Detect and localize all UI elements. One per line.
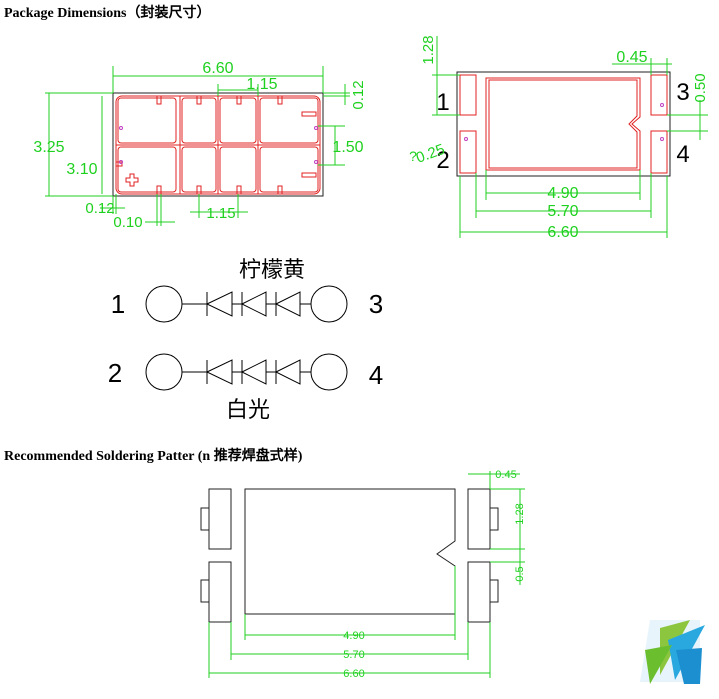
pin-label: 4	[676, 141, 689, 168]
marker-dot	[464, 137, 468, 141]
pin-label: 2	[436, 147, 449, 174]
center-solder-pad	[244, 488, 456, 615]
polarity-cross-icon	[125, 173, 139, 187]
diode-icon	[274, 359, 301, 385]
dim-label: 0.12	[85, 200, 114, 217]
terminal-circle	[145, 353, 183, 391]
dim-label: 0.12	[350, 80, 367, 109]
soldering-pattern-drawing: 0.45 1.28 0.5 4.90 5.70 6.60	[200, 469, 526, 680]
dim-label: 4.90	[343, 630, 364, 642]
terminal-circle	[310, 285, 348, 323]
marker-dot	[314, 160, 318, 164]
marker-dot	[119, 160, 123, 164]
dim-label: 0.5	[514, 566, 526, 581]
pad-outline	[650, 130, 668, 174]
notch	[236, 95, 242, 105]
diode-icon	[205, 359, 233, 385]
diode-icon	[240, 291, 267, 317]
schematic-diagram: 柠檬黄 白光 1 3 2 4	[108, 257, 383, 422]
dim-label: 5.70	[343, 649, 364, 661]
notch	[301, 172, 317, 178]
marker-dot	[660, 137, 664, 141]
dim-label: 6.60	[547, 224, 578, 241]
notch	[236, 185, 242, 195]
cell-outline	[117, 97, 177, 144]
dim-label: 1.50	[332, 139, 363, 156]
solder-pad	[467, 561, 491, 623]
dim-label: 5.70	[547, 203, 578, 220]
dim-label: 0.45	[616, 49, 647, 66]
terminal-circle	[310, 353, 348, 391]
cell-outline	[219, 97, 257, 144]
dim-label: 4.90	[547, 185, 578, 202]
notch	[156, 185, 162, 195]
solder-pad	[467, 488, 491, 550]
pin-label: 2	[108, 358, 122, 388]
marker-dot	[119, 126, 123, 130]
lower-string-label: 白光	[226, 397, 270, 422]
solder-pad-tab	[489, 507, 499, 531]
dim-label: 0.50	[692, 73, 709, 102]
diode-icon	[274, 291, 301, 317]
question-mark-label: ?	[409, 148, 417, 164]
terminal-circle	[145, 285, 183, 323]
notch	[156, 95, 162, 105]
upper-string-label: 柠檬黄	[239, 257, 305, 282]
pad-outline	[459, 130, 477, 174]
dim-label: 6.60	[202, 60, 233, 77]
notch	[277, 185, 283, 195]
dim-label: 1.28	[420, 35, 437, 64]
solder-pad-tab	[200, 579, 210, 603]
dim-label: 6.60	[343, 668, 364, 680]
package-outline	[456, 71, 671, 177]
pin-label: 1	[436, 89, 449, 116]
diode-icon	[240, 359, 267, 385]
diode-icon	[205, 291, 233, 317]
cell-outline	[219, 146, 257, 193]
dim-label: 1.28	[514, 503, 526, 524]
notch	[301, 111, 317, 117]
marker-dot	[314, 126, 318, 130]
pad-outline	[459, 74, 477, 116]
notch	[115, 161, 123, 167]
cell-outline	[181, 97, 217, 144]
solder-pad-tab	[200, 507, 210, 531]
soldering-pattern-heading: Recommended Soldering Patter (n 推荐焊盘式样)	[4, 449, 303, 464]
pad-view-drawing: 1 2 3 4 1.28 0.45 0.50 ? 0.25 4.90 5.70 …	[409, 35, 709, 241]
top-view-drawing: 6.60 1.15 0.12 3.25 3.10 1.50 0.12 0.10 …	[33, 60, 367, 231]
dim-label: 1.15	[246, 76, 277, 93]
cell-outline	[117, 146, 177, 193]
notch	[277, 95, 283, 105]
marker-dot	[660, 103, 664, 107]
notch	[196, 185, 202, 195]
pin-label: 3	[369, 289, 383, 319]
dim-label: 1.15	[206, 205, 235, 222]
dim-label: 3.25	[33, 139, 64, 156]
center-pad-outline	[485, 77, 641, 171]
dim-label: 3.10	[66, 161, 97, 178]
solder-pad-tab	[489, 579, 499, 603]
cell-outline	[181, 146, 217, 193]
cell-outline	[259, 146, 319, 193]
dim-label: 0.45	[495, 469, 516, 481]
pin-label: 3	[676, 79, 689, 106]
package-dimensions-heading: Package Dimensions（封装尺寸）	[4, 6, 211, 21]
notch	[196, 95, 202, 105]
company-logo	[640, 620, 705, 684]
cell-outline	[259, 97, 319, 144]
solder-pad	[208, 561, 232, 623]
pad-outline	[650, 74, 668, 116]
solder-pad	[208, 488, 232, 550]
dim-label: 0.10	[113, 214, 142, 231]
pin-label: 4	[369, 360, 383, 390]
center-pad-inner	[488, 79, 638, 169]
pin-label: 1	[111, 289, 125, 319]
